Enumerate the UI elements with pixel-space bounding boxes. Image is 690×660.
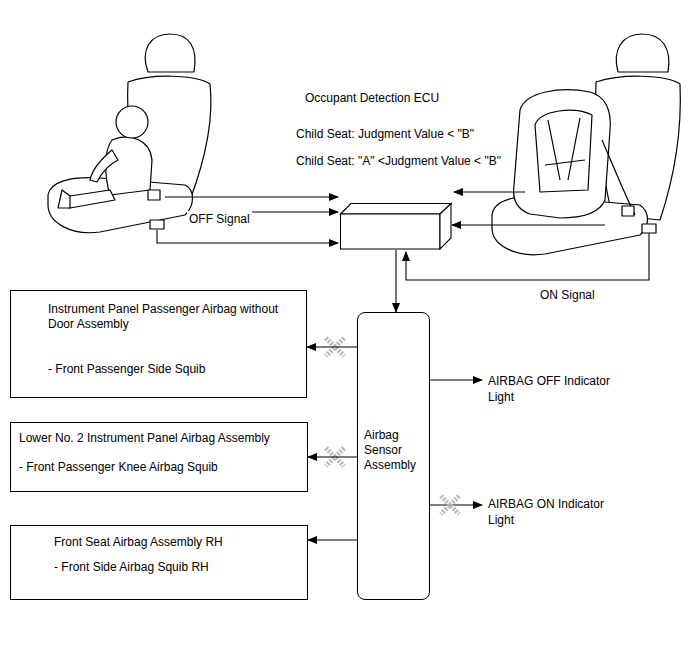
signal-connector bbox=[307, 346, 357, 347]
child-head bbox=[116, 106, 148, 138]
indicator-arrow bbox=[430, 504, 482, 505]
component-box: Instrument Panel Passenger Airbag withou… bbox=[10, 290, 307, 398]
blocked-mark bbox=[441, 496, 459, 514]
node-title: Airbag Sensor Assembly bbox=[364, 428, 426, 473]
seat-belt-buckle bbox=[148, 190, 160, 200]
node-detail: - Front Passenger Knee Airbag Squib bbox=[19, 460, 299, 475]
child-seat-inner bbox=[535, 110, 592, 192]
sensor-box: Airbag Sensor Assembly bbox=[357, 312, 430, 600]
signal-wire bbox=[454, 191, 525, 192]
ecu-face bbox=[341, 204, 452, 215]
node-title: Instrument Panel Passenger Airbag withou… bbox=[48, 302, 288, 332]
seat-headrest bbox=[145, 34, 195, 72]
signal-wire bbox=[157, 230, 338, 243]
seat-belt-buckle bbox=[622, 206, 634, 216]
node-detail: - Front Side Airbag Squib RH bbox=[54, 560, 304, 575]
signal-connector bbox=[395, 250, 396, 312]
ecu-box: Occupant Detection ECU bbox=[340, 203, 452, 250]
ecu-face bbox=[341, 214, 441, 249]
ecu-face bbox=[440, 204, 451, 250]
component-box: Front Seat Airbag Assembly RH - Front Sid… bbox=[10, 525, 308, 600]
node-title: Occupant Detection ECU bbox=[305, 91, 439, 106]
component-box: Lower No. 2 Instrument Panel Airbag Asse… bbox=[10, 422, 308, 492]
node-title: Lower No. 2 Instrument Panel Airbag Asse… bbox=[19, 431, 304, 446]
condition-note: Child Seat: "A" <Judgment Value < "B" bbox=[294, 153, 503, 169]
node-detail: - Front Passenger Side Squib bbox=[48, 362, 298, 377]
signal-name: ON Signal bbox=[538, 287, 597, 303]
child-leg bbox=[64, 190, 115, 208]
child-arm bbox=[90, 150, 118, 182]
seat-sensor bbox=[150, 220, 164, 229]
seat-sensor bbox=[642, 224, 656, 233]
signal-name: OFF Signal bbox=[187, 211, 252, 227]
child-body bbox=[106, 137, 152, 195]
child-foot bbox=[58, 190, 70, 208]
child-seat-shell bbox=[514, 90, 611, 218]
node-title: Front Seat Airbag Assembly RH bbox=[54, 535, 304, 550]
indicator-name: AIRBAG OFF Indicator Light bbox=[486, 373, 625, 405]
seat-headrest bbox=[616, 34, 669, 72]
signal-connector bbox=[308, 456, 357, 457]
signal-wire bbox=[165, 196, 338, 197]
indicator-name: AIRBAG ON Indicator Light bbox=[486, 496, 625, 528]
ecu-outline bbox=[340, 203, 452, 250]
signal-wire bbox=[452, 224, 605, 225]
indicator-arrow bbox=[430, 379, 482, 380]
child-seat-harness bbox=[545, 118, 585, 180]
seat-belt bbox=[602, 140, 635, 215]
condition-note: Child Seat: Judgment Value < "B" bbox=[294, 126, 476, 142]
signal-connector bbox=[308, 539, 357, 540]
